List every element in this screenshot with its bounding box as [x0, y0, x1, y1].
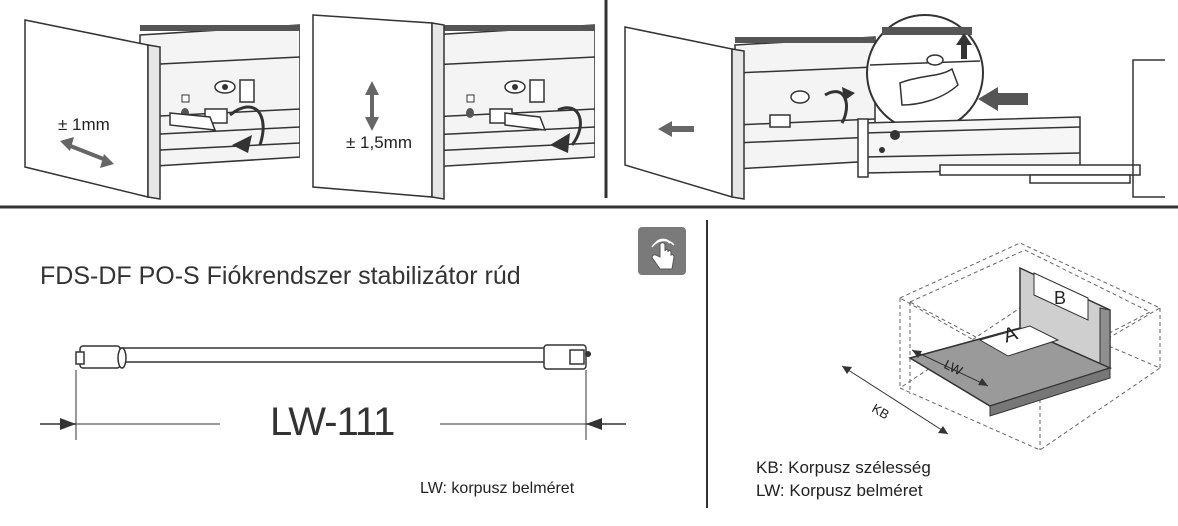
panel-height-adjustment: ± 1,5mm: [310, 5, 595, 200]
panel-side-adjustment: ± 1mm: [20, 5, 300, 200]
legend-kb: KB: Korpusz szélesség: [756, 458, 931, 477]
stabilizer-note: LW: korpusz belméret: [420, 480, 575, 497]
drawer-front-illustration-2: [312, 14, 595, 200]
legend-lw: LW: Korpusz belméret: [756, 481, 923, 500]
height-adjustment-label: ± 1,5mm: [346, 133, 413, 152]
side-adjustment-label: ± 1mm: [58, 115, 110, 134]
touch-hand-icon: [651, 238, 675, 270]
cabinet-dimension-diagram: [841, 242, 1162, 450]
drawer-front-illustration-1: [24, 19, 300, 200]
stabilizer-rod-illustration: [40, 344, 626, 440]
panel-drawer-removal: [620, 5, 1165, 200]
cabinet-label-b: B: [1054, 288, 1067, 308]
stabilizer-dimension-label: LW-111: [270, 400, 395, 444]
stabilizer-title: FDS-DF PO-S Fiókrendszer stabilizátor rú…: [40, 262, 521, 290]
touch-icon-badge[interactable]: [638, 227, 686, 275]
drawer-removal-illustration: [624, 14, 1165, 200]
